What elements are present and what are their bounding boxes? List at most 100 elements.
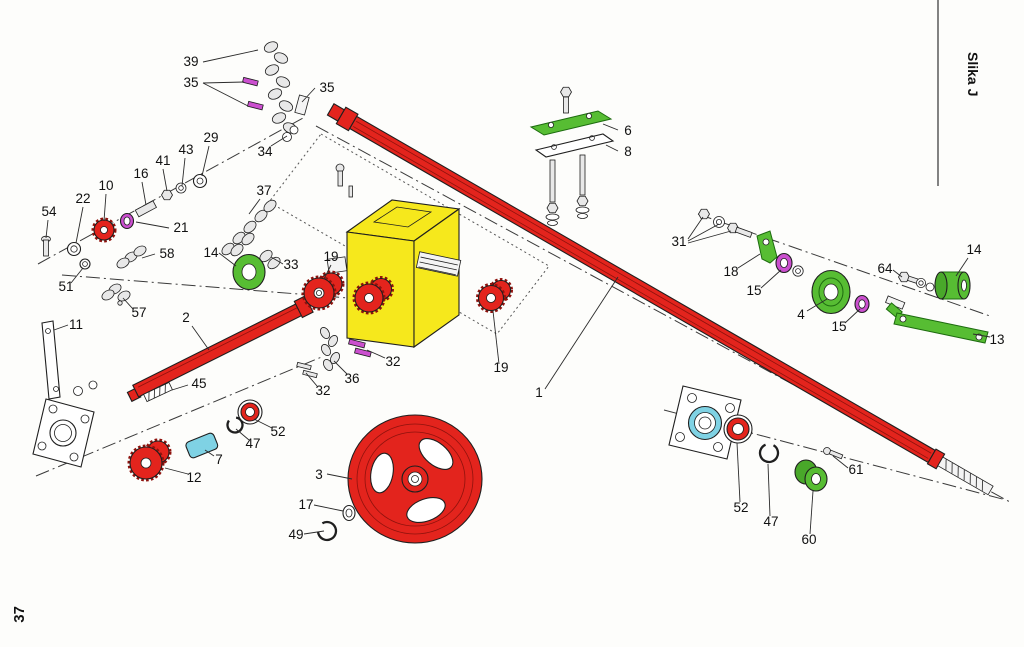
wheel-spoke-cutout	[370, 452, 394, 494]
washer	[925, 282, 935, 292]
part-label: 61	[848, 462, 863, 477]
part-label: 14	[203, 245, 219, 260]
bolt-31-shaft	[734, 226, 753, 238]
part-label: 35	[183, 75, 198, 90]
figure-label: Slika J	[965, 52, 981, 96]
nut	[546, 202, 559, 214]
part-label: 3	[315, 467, 323, 482]
part-label: 47	[245, 436, 260, 451]
circlip-49	[316, 520, 338, 542]
sprocket-19-left	[301, 270, 345, 311]
part-label: 15	[831, 319, 846, 334]
wheel-3	[316, 414, 483, 544]
washer-43	[175, 182, 187, 194]
pin-32b	[302, 369, 318, 379]
part-label: 2	[182, 310, 190, 325]
part-label: 43	[178, 142, 193, 157]
part-label: 34	[257, 144, 273, 159]
washer-31	[713, 216, 725, 228]
sprocket-gearbox-front	[352, 276, 394, 315]
pin-32d	[354, 347, 372, 358]
leader-lines	[45, 49, 991, 535]
circlip-47-right	[758, 442, 780, 464]
washer-17	[342, 504, 356, 522]
part-label: 47	[763, 514, 778, 529]
chain-pin-35b	[246, 100, 264, 111]
pin-32a	[296, 361, 312, 371]
page-number: 37	[11, 606, 28, 623]
circlip-47-left	[226, 416, 244, 434]
part-label: 58	[159, 246, 174, 261]
part-label: 36	[344, 371, 359, 386]
bracket-18	[756, 230, 778, 264]
part-label: 31	[671, 234, 686, 249]
part-label: 19	[323, 249, 338, 264]
lower-left-assembly	[127, 399, 263, 482]
part-label: 51	[58, 279, 73, 294]
chain-36	[296, 327, 372, 379]
washer-34b	[289, 125, 299, 135]
part-label: 1	[535, 385, 543, 400]
pin-32c	[348, 338, 366, 349]
sprocket-10-teeth	[91, 217, 117, 243]
lower-right-assembly	[668, 385, 844, 492]
part-label: 60	[801, 532, 816, 547]
part-label: 32	[385, 354, 400, 369]
shaft-splined-tip	[937, 456, 994, 496]
part-label: 33	[283, 257, 298, 272]
part-label: 35	[319, 80, 334, 95]
part-label: 57	[131, 305, 146, 320]
part-label: 45	[191, 376, 206, 391]
main-shaft-1	[326, 103, 994, 496]
stud	[549, 159, 556, 203]
bolt-61-shaft	[828, 449, 844, 460]
bushing-7	[185, 432, 219, 459]
chain-guide-plate	[294, 94, 310, 116]
washer	[792, 265, 804, 277]
part-label: 64	[877, 261, 893, 276]
link-6	[529, 110, 613, 136]
part-label: 29	[203, 130, 218, 145]
gearbox-left-stub	[326, 256, 348, 274]
right-assembly	[698, 208, 989, 344]
screw-54-shaft	[43, 239, 49, 257]
flange-left	[32, 380, 98, 468]
sprocket-19-right	[476, 278, 513, 313]
pin-16	[134, 200, 158, 218]
pin-45	[143, 381, 173, 403]
part-label: 32	[315, 383, 330, 398]
part-label: 7	[215, 452, 223, 467]
part-label: 17	[298, 497, 313, 512]
stud	[579, 154, 586, 196]
part-label: 21	[173, 220, 188, 235]
part-label: 37	[256, 183, 271, 198]
washer-22	[66, 241, 82, 257]
nut-31	[698, 208, 710, 220]
chain-upper	[241, 41, 310, 142]
bar-13	[893, 312, 989, 344]
shaft-2	[126, 295, 314, 403]
wheel-spoke-cutout	[418, 438, 454, 470]
washer	[916, 277, 927, 288]
part-label: 18	[723, 264, 738, 279]
part-label: 52	[270, 424, 285, 439]
part-labels: 39 35 35 34 29 43 41 16 10 22 54 21 58 5…	[41, 54, 1004, 547]
bolt-64-head	[898, 271, 910, 283]
part-label: 54	[41, 204, 57, 219]
plate-8	[534, 133, 615, 158]
part-label: 22	[75, 191, 90, 206]
part-label: 12	[186, 470, 201, 485]
nut-41	[161, 189, 173, 201]
part-label: 41	[155, 153, 170, 168]
part-label: 11	[69, 317, 83, 332]
flange-nut	[73, 386, 83, 396]
part-label: 39	[183, 54, 198, 69]
part-label: 52	[733, 500, 748, 515]
part-label: 4	[797, 307, 805, 322]
bar-11	[41, 320, 61, 400]
bolt-head	[560, 86, 572, 98]
dotted-outline	[268, 133, 550, 335]
part-label: 15	[746, 283, 761, 298]
flange-nut	[88, 380, 98, 390]
